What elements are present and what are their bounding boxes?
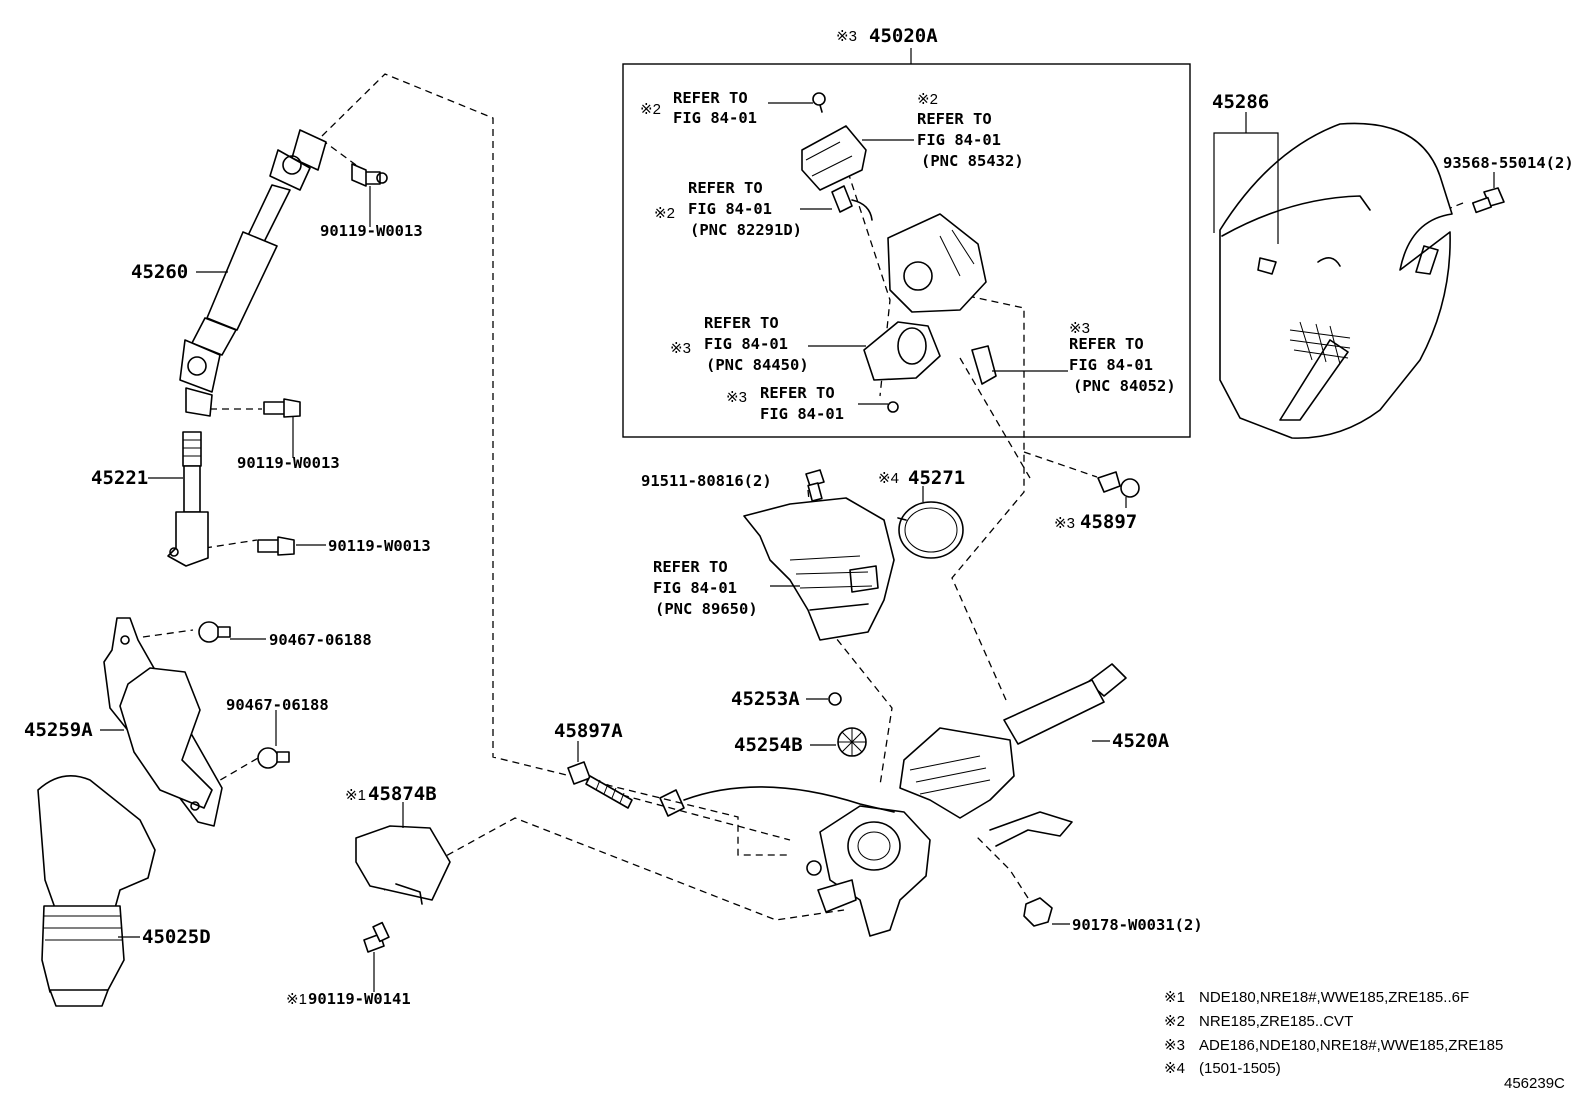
assembly-group-box [622,63,1191,438]
ref1-line2: FIG 84-01 [673,109,757,127]
clip-icon [198,621,231,643]
spacer-45253a [828,692,842,706]
footnote-1-text: NDE180,NRE18#,WWE185,ZRE185..6F [1199,989,1469,1006]
bolt-icon [567,761,633,809]
callout-45897: 45897 [1080,511,1137,533]
ref5-line1: REFER TO [760,384,835,402]
callout-45874b: 45874B [368,783,437,805]
bolt-icon [805,469,825,502]
callout-45271: 45271 [908,467,965,489]
callout-90467-06188-upper: 90467-06188 [269,631,372,649]
ref3-pnc: (PNC 82291D) [690,221,802,239]
cover-45874b [355,825,451,905]
ref1-mark: ※2 [640,101,661,118]
callout-90119-w0141-mark: ※1 [286,991,307,1008]
dashed-guide-lines [142,73,1464,921]
ref6-mark: ※3 [1069,320,1090,337]
column-cover-45286 [1219,122,1453,439]
spacer-45254b [837,727,867,757]
ref4-line2: FIG 84-01 [704,335,788,353]
bolt-icon [1097,471,1140,498]
bolt-icon [363,921,390,953]
bolt-icon [1471,187,1505,214]
column-boot-45025d [37,774,156,1007]
callout-91511-80816: 91511-80816(2) [641,472,772,490]
figure-id: 456239C [1504,1075,1565,1092]
ref4-line1: REFER TO [704,314,779,332]
ref2-line2: FIG 84-01 [917,131,1001,149]
ref2-line1: REFER TO [917,110,992,128]
footnote-4-text: (1501-1505) [1199,1060,1281,1077]
ref3-line1: REFER TO [688,179,763,197]
callout-45260: 45260 [131,261,188,283]
callout-90119-w0013-top: 90119-W0013 [320,222,423,240]
ref7-pnc: (PNC 89650) [655,600,758,618]
footnote-2-text: NRE185,ZRE185..CVT [1199,1013,1353,1030]
footnote-3-mark: ※3 [1164,1037,1185,1054]
footnote-1-mark: ※1 [1164,989,1185,1006]
ref4-pnc: (PNC 84450) [706,356,809,374]
footnotes: ※1 NDE180,NRE18#,WWE185,ZRE185..6F ※2 NR… [1164,989,1503,1077]
ref6-line2: FIG 84-01 [1069,356,1153,374]
callout-93568-55014: 93568-55014(2) [1443,154,1574,172]
footnote-2-mark: ※2 [1164,1013,1185,1030]
nut-icon [1023,897,1053,927]
callout-45271-mark: ※4 [878,470,899,487]
clip-ring-45271 [897,501,964,559]
steering-shaft-45221 [167,431,209,567]
ref2-pnc: (PNC 85432) [921,152,1024,170]
callout-90467-06188-lower: 90467-06188 [226,696,329,714]
steering-column-4520a [659,663,1127,937]
clip-icon [257,747,290,769]
bolt-icon [263,398,301,418]
callout-45259a: 45259A [24,719,93,741]
callout-45897a: 45897A [554,720,623,742]
spiral-cable-89650 [743,497,895,641]
intermediate-shaft-45260 [179,129,327,417]
ref2-mark: ※2 [917,91,938,108]
ref5-line2: FIG 84-01 [760,405,844,423]
callout-90119-w0141: 90119-W0141 [308,990,411,1008]
callout-45253a: 45253A [731,688,800,710]
callout-45286: 45286 [1212,91,1269,113]
group-mark: ※3 [836,28,857,45]
callout-45254b: 45254B [734,734,803,756]
ref5-mark: ※3 [726,389,747,406]
ref4-mark: ※3 [670,340,691,357]
column-cover-45259a [103,617,223,827]
callout-90178-w0031: 90178-W0031(2) [1072,916,1203,934]
callout-90119-w0013-low: 90119-W0013 [328,537,431,555]
callout-45025d: 45025D [142,926,211,948]
ref7-line2: FIG 84-01 [653,579,737,597]
ignition-switch-parts [801,92,997,413]
ref1-line1: REFER TO [673,89,748,107]
ref6-line1: REFER TO [1069,335,1144,353]
ref3-line2: FIG 84-01 [688,200,772,218]
callout-45874b-mark: ※1 [345,787,366,804]
footnote-4-mark: ※4 [1164,1060,1185,1077]
bolt-icon [351,163,388,187]
callout-4520a: 4520A [1112,730,1170,752]
footnote-3-text: ADE186,NDE180,NRE18#,WWE185,ZRE185 [1199,1037,1503,1054]
ref3-mark: ※2 [654,205,675,222]
ref6-pnc: (PNC 84052) [1073,377,1176,395]
ref7-line1: REFER TO [653,558,728,576]
callout-90119-w0013-mid: 90119-W0013 [237,454,340,472]
group-part-number: 45020A [869,25,938,47]
bolt-icon [257,536,295,556]
callout-45897-mark: ※3 [1054,515,1075,532]
callout-45221: 45221 [91,467,148,489]
